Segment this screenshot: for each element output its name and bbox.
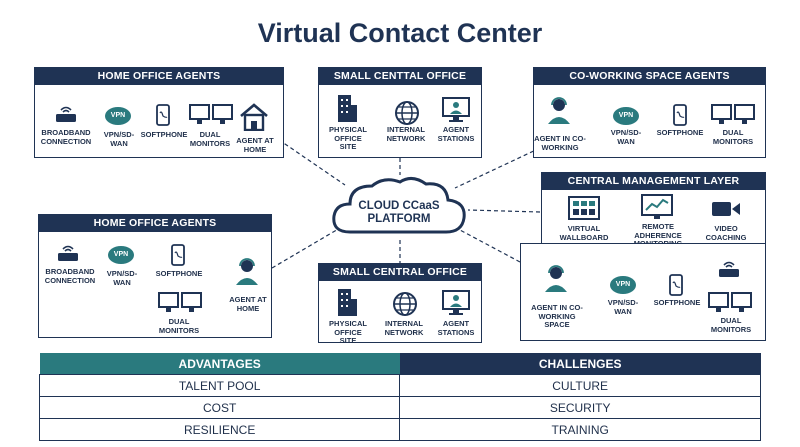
- globe-network-icon: [395, 101, 419, 125]
- wallboard-icon: [568, 196, 600, 220]
- router-icon: [56, 106, 76, 122]
- panel-home-office-agents-top: HOME OFFICE AGENTS: [34, 67, 284, 158]
- softphone-label: SOFTPHONE: [656, 128, 704, 137]
- agent-at-home-label: AGENT AT HOME: [236, 136, 274, 154]
- vpn-badge: VPN: [105, 107, 131, 125]
- dual-monitors-label: DUAL MONITORS: [158, 317, 200, 335]
- cloud-label-line2: PLATFORM: [367, 213, 431, 225]
- vpn-label: VPN/SD-WAN: [103, 130, 135, 148]
- agent-headset-icon: [548, 97, 570, 124]
- advantage-cell: RESILIENCE: [38, 418, 401, 441]
- physical-office-label: PHYSICAL OFFICE SITE: [329, 125, 367, 151]
- agent-at-home-label: AGENT AT HOME: [229, 295, 267, 313]
- internal-network-label: INTERNAL NETWORK: [384, 319, 424, 337]
- agent-station-icon: [442, 290, 470, 315]
- page-title: Virtual Contact Center: [257, 18, 543, 48]
- panel-title: CENTRAL MANAGEMENT LAYER: [542, 173, 765, 190]
- agent-headset-icon: [236, 258, 258, 285]
- vpn-badge: VPN: [610, 276, 636, 294]
- panel-title: HOME OFFICE AGENTS: [39, 215, 271, 232]
- smartphone-icon: [171, 244, 185, 266]
- dual-monitors-icon: [189, 104, 233, 124]
- home-icon: [240, 103, 268, 131]
- vpn-badge: VPN: [613, 107, 639, 125]
- table-row: COST SECURITY: [38, 396, 761, 419]
- video-camera-icon: [712, 202, 740, 216]
- advantage-cell: COST: [38, 396, 401, 419]
- panel-home-office-agents-bottom: HOME OFFICE AGENTS: [38, 214, 272, 338]
- vpn-label: VPN/SD-WAN: [607, 298, 639, 316]
- softphone-label: SOFTPHONE: [653, 298, 701, 307]
- dual-monitors-icon: [708, 292, 752, 312]
- advantage-cell: TALENT POOL: [38, 374, 401, 397]
- cloud-icon: [332, 177, 466, 234]
- panel-title: CO-WORKING SPACE AGENTS: [534, 68, 765, 85]
- softphone-label: SOFTPHONE: [140, 130, 188, 139]
- smartphone-icon: [669, 274, 683, 296]
- agent-headset-icon: [545, 265, 567, 292]
- agent-station-icon: [442, 97, 470, 122]
- cloud-platform-label: CLOUD CCaaS PLATFORM: [328, 200, 470, 226]
- router-icon: [719, 261, 739, 277]
- table-row: TALENT POOL CULTURE: [38, 374, 761, 397]
- internal-network-label: INTERNAL NETWORK: [386, 125, 426, 143]
- agent-stations-label: AGENT STATIONS: [437, 319, 475, 337]
- cloud-label-line1: CLOUD CCaaS: [358, 200, 440, 212]
- dual-monitors-label: DUAL MONITORS: [710, 316, 752, 334]
- router-icon: [58, 245, 78, 261]
- table-header-row: ADVANTAGES CHALLENGES: [39, 353, 761, 375]
- dual-monitors-label: DUAL MONITORS: [712, 128, 754, 146]
- smartphone-icon: [156, 104, 170, 126]
- agent-coworking-space-label: AGENT IN CO-WORKING SPACE: [531, 303, 583, 329]
- office-building-icon: [338, 95, 357, 122]
- broadband-label: BROADBAND CONNECTION: [40, 128, 92, 146]
- smartphone-icon: [673, 104, 687, 126]
- dual-monitors-icon: [158, 292, 202, 312]
- agent-stations-label: AGENT STATIONS: [437, 125, 475, 143]
- advantages-header: ADVANTAGES: [39, 353, 400, 375]
- challenges-header: CHALLENGES: [399, 353, 761, 375]
- vpn-label: VPN/SD-WAN: [610, 128, 642, 146]
- panel-title: SMALL CENTTAL OFFICE: [319, 68, 481, 85]
- adherence-chart-icon: [641, 194, 673, 219]
- vpn-label: VPN/SD-WAN: [106, 269, 138, 287]
- globe-network-icon: [393, 292, 417, 316]
- challenge-cell: CULTURE: [399, 374, 761, 397]
- physical-office-label: PHYSICAL OFFICE SITE: [329, 319, 367, 345]
- challenge-cell: SECURITY: [399, 396, 761, 419]
- virtual-wallboard-label: VIRTUAL WALLBOARD: [559, 224, 609, 242]
- dual-monitors-icon: [711, 104, 755, 124]
- broadband-label: BROADBAND CONNECTION: [44, 267, 96, 285]
- panel-title: HOME OFFICE AGENTS: [35, 68, 283, 85]
- dual-monitors-label: DUAL MONITORS: [189, 130, 231, 148]
- softphone-label: SOFTPHONE: [155, 269, 203, 278]
- vpn-badge: VPN: [108, 246, 134, 264]
- office-building-icon: [338, 289, 357, 316]
- advantages-challenges-table: ADVANTAGES CHALLENGES TALENT POOL CULTUR…: [38, 353, 761, 441]
- challenge-cell: TRAINING: [399, 418, 761, 441]
- panel-coworking-agents: CO-WORKING SPACE AGENTS: [533, 67, 766, 158]
- panel-title: SMALL CENTRAL OFFICE: [319, 264, 481, 281]
- table-row: RESILIENCE TRAINING: [38, 418, 761, 441]
- agent-coworking-label: AGENT IN CO-WORKING: [534, 134, 586, 152]
